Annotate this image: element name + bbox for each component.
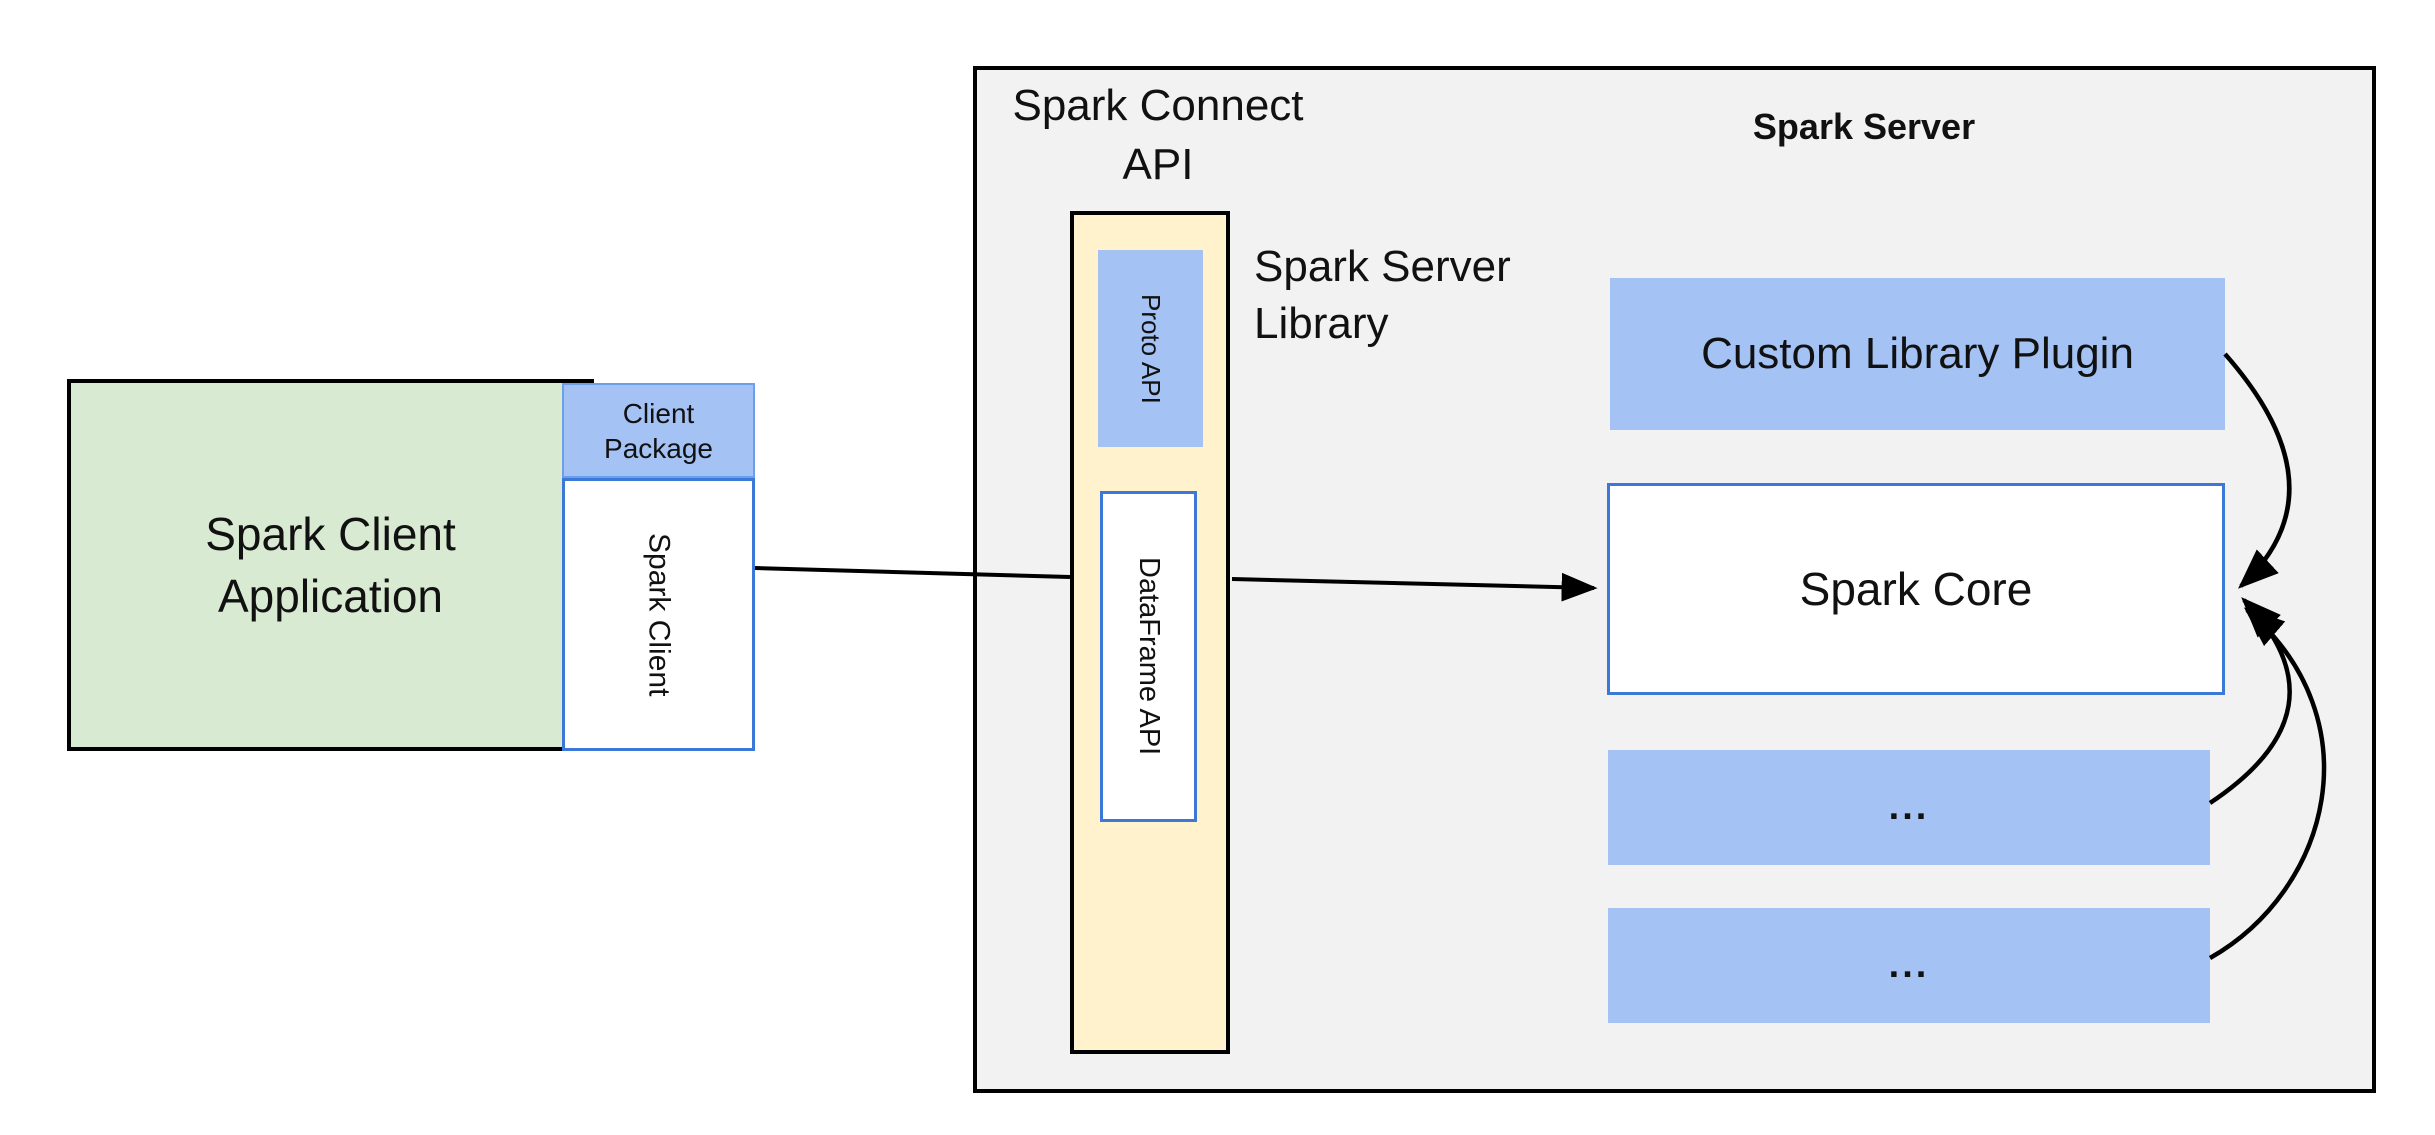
arrow-client-to-connect-api (754, 566, 1071, 579)
spark-server-title: Spark Server (1752, 106, 1976, 147)
plugin-slot-1-label: ... (1888, 786, 1930, 828)
plugin-slot-2-box: ... (1608, 908, 2210, 1023)
arrow-connect-api-to-spark-core (1231, 572, 1598, 602)
arrow-plugin-to-spark-core (2223, 352, 2292, 589)
dataframe-api-box: DataFrame API (1100, 491, 1197, 822)
spark-core-label: Spark Core (1799, 563, 2033, 615)
client-application-box: Spark Client Application (67, 379, 594, 751)
dataframe-api-label: DataFrame API (1133, 557, 1165, 756)
custom-library-plugin-box: Custom Library Plugin (1610, 278, 2225, 430)
client-application-label: Spark Client Application (205, 508, 456, 622)
spark-server-library-label: Spark Server Library (1254, 242, 1511, 348)
proto-api-box: Proto API (1098, 250, 1203, 447)
proto-api-label: Proto API (1136, 293, 1166, 404)
client-package-label: Client Package (604, 397, 713, 464)
plugin-slot-2-label: ... (1888, 944, 1930, 986)
arrow-slot1-to-spark-core (2208, 597, 2292, 805)
plugin-slot-1-box: ... (1608, 750, 2210, 865)
spark-core-box: Spark Core (1607, 483, 2225, 695)
spark-connect-api-title: Spark Connect API (1012, 81, 1304, 189)
spark-client-box: Spark Client (562, 478, 755, 751)
custom-library-plugin-label: Custom Library Plugin (1701, 329, 2134, 378)
spark-client-label: Spark Client (642, 532, 676, 697)
client-package-box: Client Package (562, 383, 755, 478)
arrow-slot2-to-spark-core (2208, 607, 2327, 960)
